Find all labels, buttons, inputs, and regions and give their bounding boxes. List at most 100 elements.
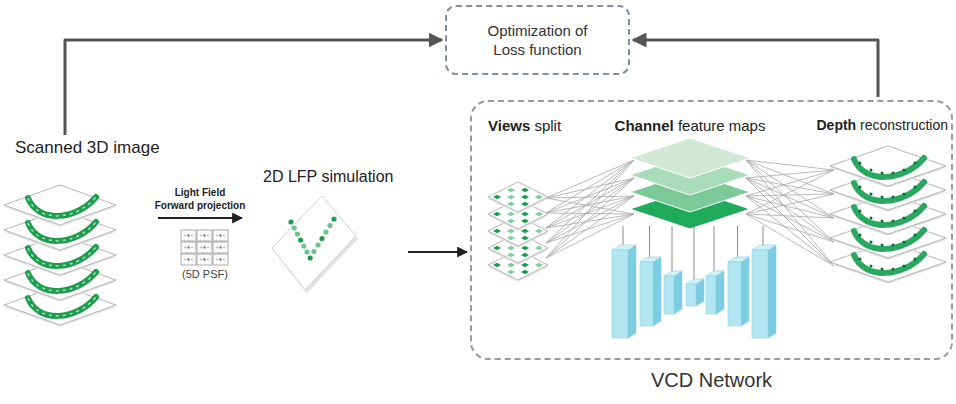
lfp-dot: [311, 249, 316, 254]
network-line: [546, 160, 634, 198]
view-patch: [507, 219, 515, 223]
view-patch: [507, 246, 515, 250]
stack-layer: [830, 146, 946, 186]
network-line: [746, 160, 834, 218]
cell-dot: [881, 220, 884, 223]
psf-cell: [181, 242, 196, 253]
psf-dot: [184, 247, 186, 249]
view-patch: [493, 246, 501, 250]
psf-dot: [191, 235, 193, 237]
node-text: 2D LFP simulation: [245, 168, 405, 186]
psf-dot: [203, 234, 205, 236]
lfp-dot: [323, 229, 328, 234]
network-line: [546, 160, 634, 243]
block-top: [612, 245, 636, 250]
psf-dot: [223, 259, 225, 261]
cell-dot: [870, 265, 873, 268]
psf-cell: [197, 242, 212, 253]
lfp-plane: [272, 196, 356, 290]
psf-dot: [207, 247, 209, 249]
psf-dot: [184, 259, 186, 261]
worm-curve: [28, 197, 96, 216]
depth-stack: [830, 146, 946, 284]
view-patch: [493, 212, 501, 216]
conv-blocks: [612, 226, 776, 338]
cell-dot: [914, 186, 917, 189]
feature-maps: [630, 138, 750, 229]
view-patch: [521, 195, 529, 199]
cell-dot: [870, 193, 873, 196]
cell-dot: [881, 244, 884, 247]
view-patch: [535, 195, 543, 199]
connector-arrow: [158, 217, 242, 219]
connector-arrow: [408, 251, 467, 253]
psf-dot: [191, 259, 193, 261]
block-link: [672, 226, 673, 271]
image-group: Scanned 3D image: [5, 138, 155, 318]
cell-dot: [859, 186, 862, 189]
lfp-dot: [292, 225, 297, 230]
view-patch: [521, 188, 529, 192]
view-patch: [521, 212, 529, 216]
psf-dot: [200, 235, 202, 237]
block-front: [706, 276, 716, 314]
view-patch: [507, 229, 515, 233]
lfp-dot: [298, 237, 303, 242]
cell-dot: [892, 172, 895, 175]
view-patch: [521, 219, 529, 223]
cell-dot: [903, 217, 906, 220]
block-top: [728, 257, 749, 262]
node-text: Optimization of Loss function: [477, 21, 599, 60]
view-patch: [507, 195, 515, 199]
block-side: [653, 257, 661, 326]
cell-dot: [892, 220, 895, 223]
psf-dot: [223, 235, 225, 237]
network-line: [746, 214, 834, 242]
psf-dot: [184, 235, 186, 237]
cell-dot: [914, 210, 917, 213]
block-side: [768, 245, 776, 338]
network-line: [546, 178, 634, 213]
cell-dot: [903, 241, 906, 244]
view-patch: [521, 246, 529, 250]
block-front: [612, 250, 628, 338]
cell-dot: [914, 162, 917, 165]
cell-dot: [859, 234, 862, 237]
cell-dot: [870, 169, 873, 172]
psf-dot: [216, 259, 218, 261]
block-side: [716, 271, 724, 314]
block-front: [728, 262, 741, 326]
stage-label: Depth reconstruction: [790, 117, 948, 133]
cell-dot: [914, 234, 917, 237]
view-patch: [521, 202, 529, 206]
psf-dot: [200, 247, 202, 249]
cell-dot: [859, 258, 862, 261]
psf-dot: [203, 246, 205, 248]
view-patch: [535, 229, 543, 233]
psf-dot: [200, 259, 202, 261]
stage-label: Views split: [488, 117, 588, 134]
block-front: [664, 276, 674, 314]
cell-dot: [892, 268, 895, 271]
block-side: [674, 271, 682, 314]
lfp-dot: [304, 249, 309, 254]
cell-dot: [859, 162, 862, 165]
block-front: [640, 262, 653, 326]
view-patch: [507, 236, 515, 240]
psf-dot: [216, 247, 218, 249]
view-patch: [507, 263, 515, 267]
worm-texture: [28, 197, 96, 216]
network-line: [746, 178, 834, 242]
lfp-dot: [308, 255, 313, 260]
cell-dot: [881, 196, 884, 199]
view-patch: [507, 253, 515, 257]
psf-dot: [216, 235, 218, 237]
network-line: [746, 196, 834, 242]
network-line: [746, 194, 834, 214]
psf-cell: [213, 230, 228, 241]
psf-dot: [219, 246, 221, 248]
lfp-dot: [288, 219, 293, 224]
cell-dot: [881, 172, 884, 175]
block-link: [694, 226, 695, 279]
